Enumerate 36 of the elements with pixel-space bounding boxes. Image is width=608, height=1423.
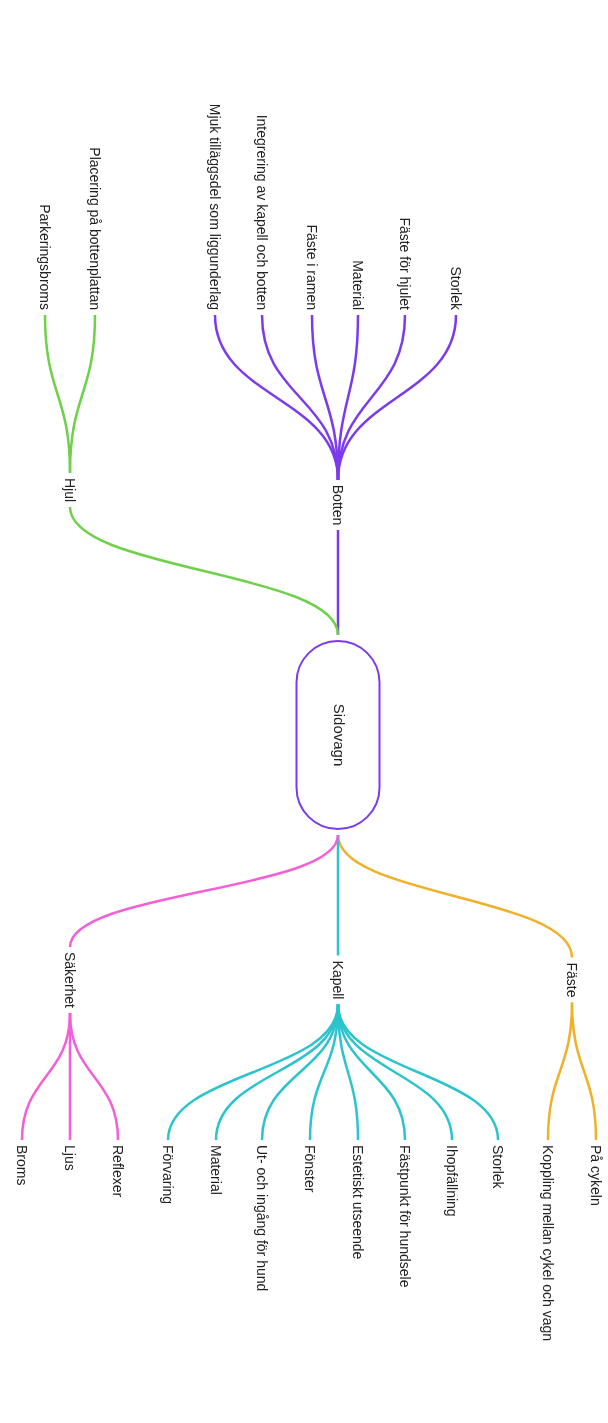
connector-line (68, 506, 340, 636)
topic-label: Storlek (489, 1145, 507, 1189)
topic-label: Estetiskt utseende (349, 1145, 367, 1260)
topic-label: Fästpunkt för hundsele (396, 1145, 414, 1288)
topic-label: Parkeringsbroms (36, 204, 54, 310)
topic-label: Säkerhet (61, 952, 79, 1008)
topic-label: Förvaring (159, 1145, 177, 1205)
topic-label: Hjul (61, 477, 79, 503)
connector-line (546, 1002, 574, 1141)
topic-label: Kapell (329, 960, 347, 1000)
topic-label: Material (207, 1145, 225, 1195)
connector-line (336, 834, 574, 958)
connector-line (43, 314, 72, 474)
topic-label: Fäste i ramen (303, 224, 321, 310)
topic-label: På cykeln (587, 1145, 605, 1206)
connector-line (166, 1004, 340, 1141)
topic-label: Broms (13, 1145, 31, 1186)
topic-label: Material (349, 260, 367, 310)
topic-label: Placering på bottenplattan (86, 147, 104, 310)
topic-label: Fäste för hjulet (396, 217, 414, 310)
connector-line (20, 1012, 72, 1141)
connector-line (68, 834, 340, 948)
topic-label: Ljus (61, 1145, 79, 1171)
connector-line (213, 314, 340, 481)
connector-line (336, 1004, 500, 1141)
topic-label: Fäste (563, 962, 581, 998)
topic-label: Ut- och ingång för hund (253, 1145, 271, 1292)
topic-label: Botten (329, 484, 347, 526)
topic-label: Fönster (301, 1145, 319, 1193)
topic-label: Reflexer (109, 1145, 127, 1198)
topic-label: Integrering av kapell och botten (253, 114, 271, 310)
topic-label: Mjuk tilläggsdel som liggunderlag (206, 103, 224, 310)
topic-label: Ihopfällning (443, 1145, 461, 1217)
topic-label: Storlek (447, 266, 465, 310)
central-topic: Sidovagn (295, 640, 381, 830)
topic-label: Koppling mellan cykel och vagn (539, 1145, 557, 1342)
